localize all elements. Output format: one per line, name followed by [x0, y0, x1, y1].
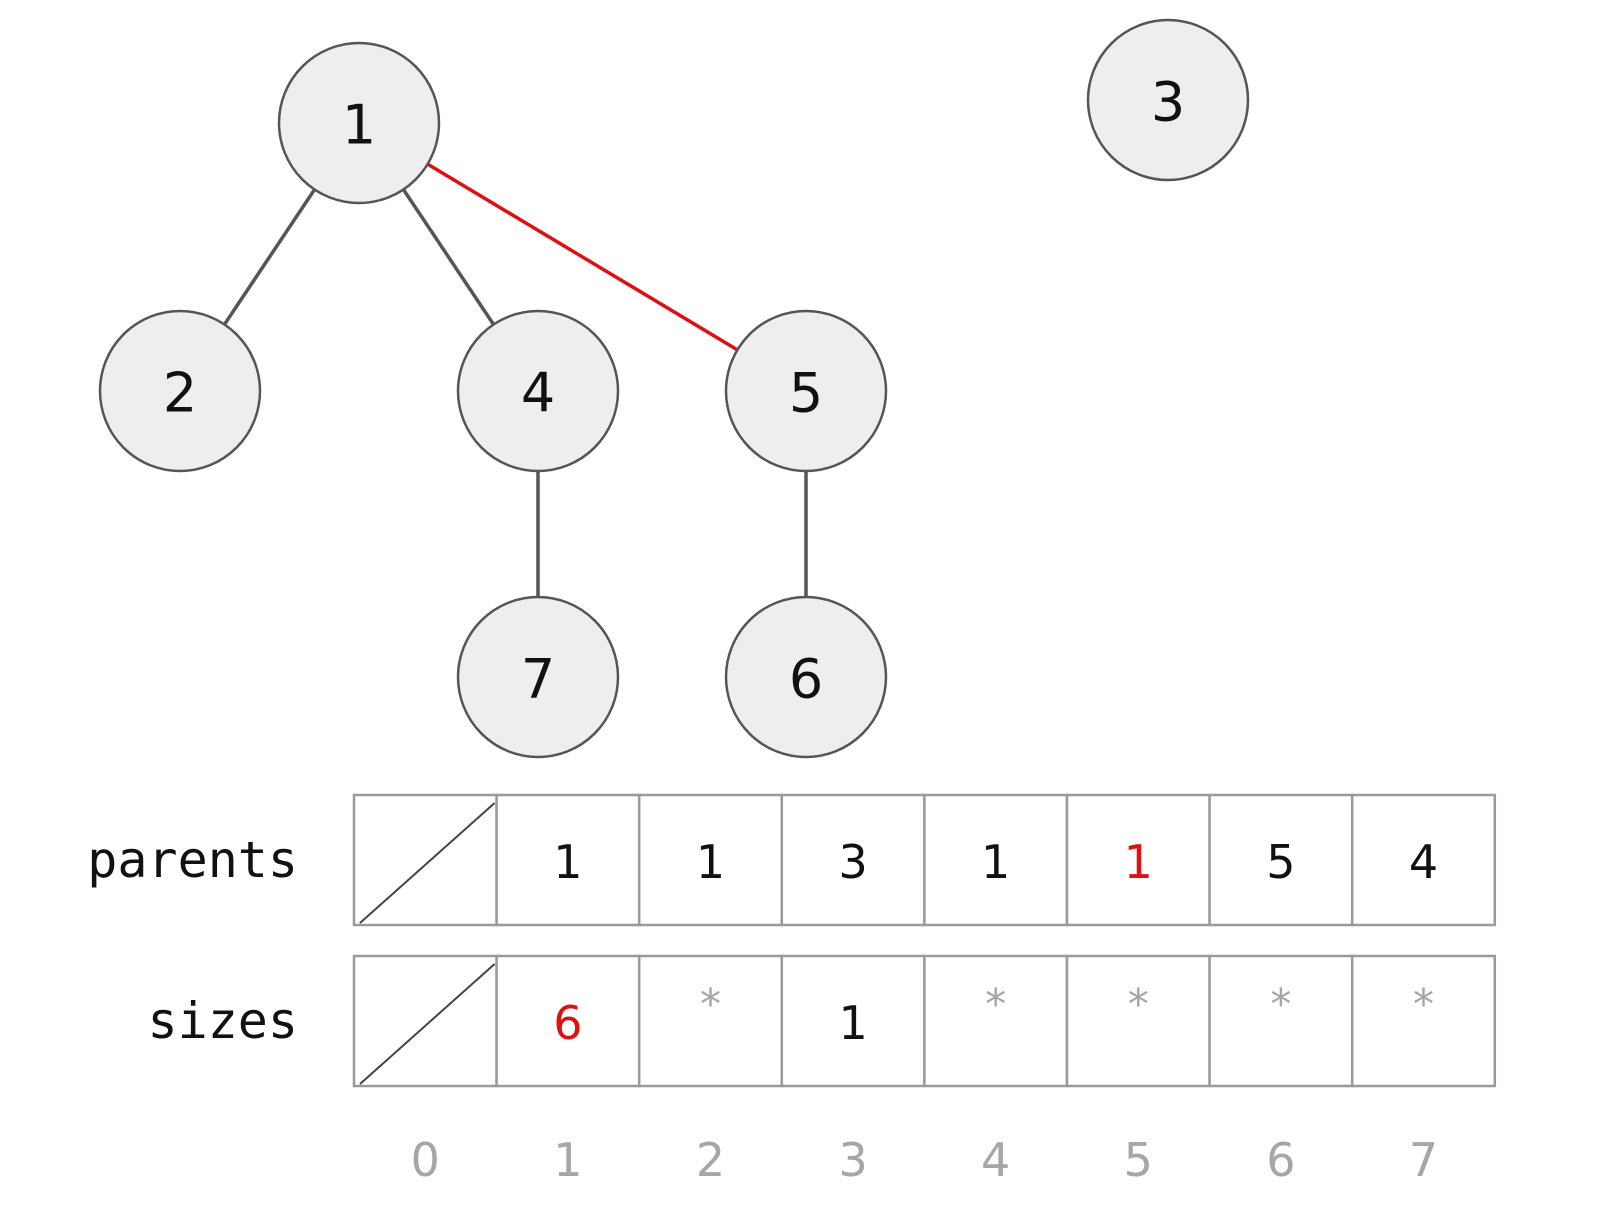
cell-value: 6: [553, 996, 582, 1050]
cell-box: [1350, 793, 1497, 927]
cell-box: [780, 793, 926, 927]
cell-sizes-7: *: [1350, 954, 1497, 1088]
cell-value: 1: [981, 835, 1010, 889]
cell-parents-5: 1: [1065, 793, 1211, 927]
row-sizes: sizes 6 * 1 * * * *: [147, 954, 1497, 1088]
tree-node-2: 2: [98, 309, 262, 473]
index-labels: 0 1 2 3 4 5 6 7: [411, 1133, 1438, 1187]
edge-1-2: [222, 188, 317, 326]
cell-parents-7: 4: [1350, 793, 1497, 927]
cell-parents-2: 1: [637, 793, 784, 927]
node-label: 2: [163, 362, 197, 425]
row-label: sizes: [147, 992, 298, 1050]
cell-sizes-4: *: [923, 954, 1069, 1088]
unused-slot-slash: [359, 963, 496, 1085]
node-label: 5: [789, 362, 823, 425]
tree-node-4: 4: [456, 309, 620, 473]
index-label-2: 2: [696, 1133, 725, 1187]
cell-unused-value: *: [1268, 980, 1293, 1029]
node-circle: [1086, 18, 1250, 182]
cell-parents-6: 5: [1208, 793, 1354, 927]
index-label-4: 4: [981, 1133, 1010, 1187]
index-label-6: 6: [1266, 1133, 1295, 1187]
unused-slot-slash: [359, 802, 496, 924]
index-label-3: 3: [838, 1133, 867, 1187]
node-label: 6: [789, 648, 823, 711]
cell-box: [495, 954, 641, 1088]
array-table: parents 1 1 3 1 1 5 4 sizes 6 * 1 * * * *: [87, 793, 1497, 1088]
tree-node-6: 6: [724, 595, 888, 759]
edge-1-4: [401, 188, 496, 326]
cell-box: [780, 954, 926, 1088]
cell-box: [352, 793, 498, 927]
row-parents: parents 1 1 3 1 1 5 4: [87, 793, 1497, 927]
node-circle: [456, 309, 620, 473]
index-label-1: 1: [553, 1133, 582, 1187]
tree-node-7: 7: [456, 595, 620, 759]
index-label-0: 0: [411, 1133, 440, 1187]
cell-unused-value: *: [1411, 980, 1436, 1029]
tree-node-3: 3: [1086, 18, 1250, 182]
cell-value: 1: [696, 835, 725, 889]
cell-box: [637, 954, 784, 1088]
index-label-7: 7: [1409, 1133, 1438, 1187]
cell-sizes-6: *: [1208, 954, 1354, 1088]
node-circle: [724, 595, 888, 759]
cell-sizes-5: *: [1065, 954, 1211, 1088]
cell-parents-3: 3: [780, 793, 926, 927]
cell-value: 3: [838, 835, 867, 889]
cell-unused-value: *: [1126, 980, 1151, 1029]
node-label: 7: [521, 648, 555, 711]
cell-parents-1: 1: [495, 793, 641, 927]
cell-box: [1065, 954, 1211, 1088]
cell-value: 1: [1124, 835, 1153, 889]
row-label: parents: [87, 831, 298, 889]
cell-value: 1: [838, 996, 867, 1050]
index-label-5: 5: [1124, 1133, 1153, 1187]
cell-value: 4: [1409, 835, 1438, 889]
cell-sizes-3: 1: [780, 954, 926, 1088]
tree-node-1: 1: [277, 41, 441, 205]
node-circle: [98, 309, 262, 473]
cell-box: [1065, 793, 1211, 927]
cell-value: 5: [1266, 835, 1295, 889]
node-circle: [277, 41, 441, 205]
node-label: 4: [521, 362, 555, 425]
cell-sizes-1: 6: [495, 954, 641, 1088]
cell-parents-4: 1: [923, 793, 1069, 927]
cell-value: 1: [553, 835, 582, 889]
cell-parents-0: [352, 793, 498, 927]
cell-unused-value: *: [698, 980, 723, 1029]
cell-box: [352, 954, 498, 1088]
cell-sizes-0: [352, 954, 498, 1088]
cell-sizes-2: *: [637, 954, 784, 1088]
node-label: 3: [1151, 71, 1185, 134]
cell-box: [923, 793, 1069, 927]
node-circle: [724, 309, 888, 473]
node-circle: [456, 595, 620, 759]
edge-1-5: [426, 162, 739, 352]
tree-edges: [222, 162, 808, 597]
tree-node-5: 5: [724, 309, 888, 473]
cell-box: [923, 954, 1069, 1088]
cell-box: [1350, 954, 1497, 1088]
node-label: 1: [342, 94, 376, 157]
tree-nodes: 1 2 4 5 7 6 3: [98, 18, 1250, 759]
cell-unused-value: *: [983, 980, 1008, 1029]
